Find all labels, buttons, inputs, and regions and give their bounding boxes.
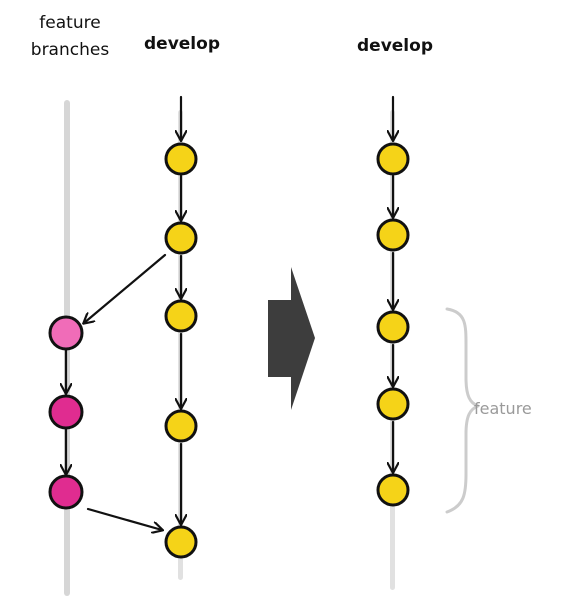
develop-before-label: develop: [144, 34, 220, 54]
develop-after-commits: [376, 142, 410, 507]
develop-after-commit-4: [376, 387, 410, 421]
develop-commit-3: [164, 299, 198, 333]
feature-branch-commits: [48, 315, 84, 510]
feature-brace: [445, 307, 480, 514]
develop-after-commit-2: [376, 218, 410, 252]
develop-after-commit-3: [376, 310, 410, 344]
feature-branches-label: feature branches: [30, 13, 110, 60]
develop-before-commits: [164, 142, 198, 559]
branch-off-arrow: [84, 253, 167, 323]
feature-commit-3: [48, 474, 84, 510]
develop-commit-4: [164, 409, 198, 443]
develop-after-label: develop: [357, 36, 433, 56]
develop-commit-1: [164, 142, 198, 176]
merge-arrow: [86, 507, 162, 530]
feature-commit-2: [48, 394, 84, 430]
feature-commit-1: [48, 315, 84, 351]
develop-after-commit-1: [376, 142, 410, 176]
develop-commit-2: [164, 221, 198, 255]
transition-arrow: [268, 267, 315, 410]
develop-after-commit-5: [376, 473, 410, 507]
develop-commit-5: [164, 525, 198, 559]
feature-annotation-label: feature: [474, 399, 532, 418]
